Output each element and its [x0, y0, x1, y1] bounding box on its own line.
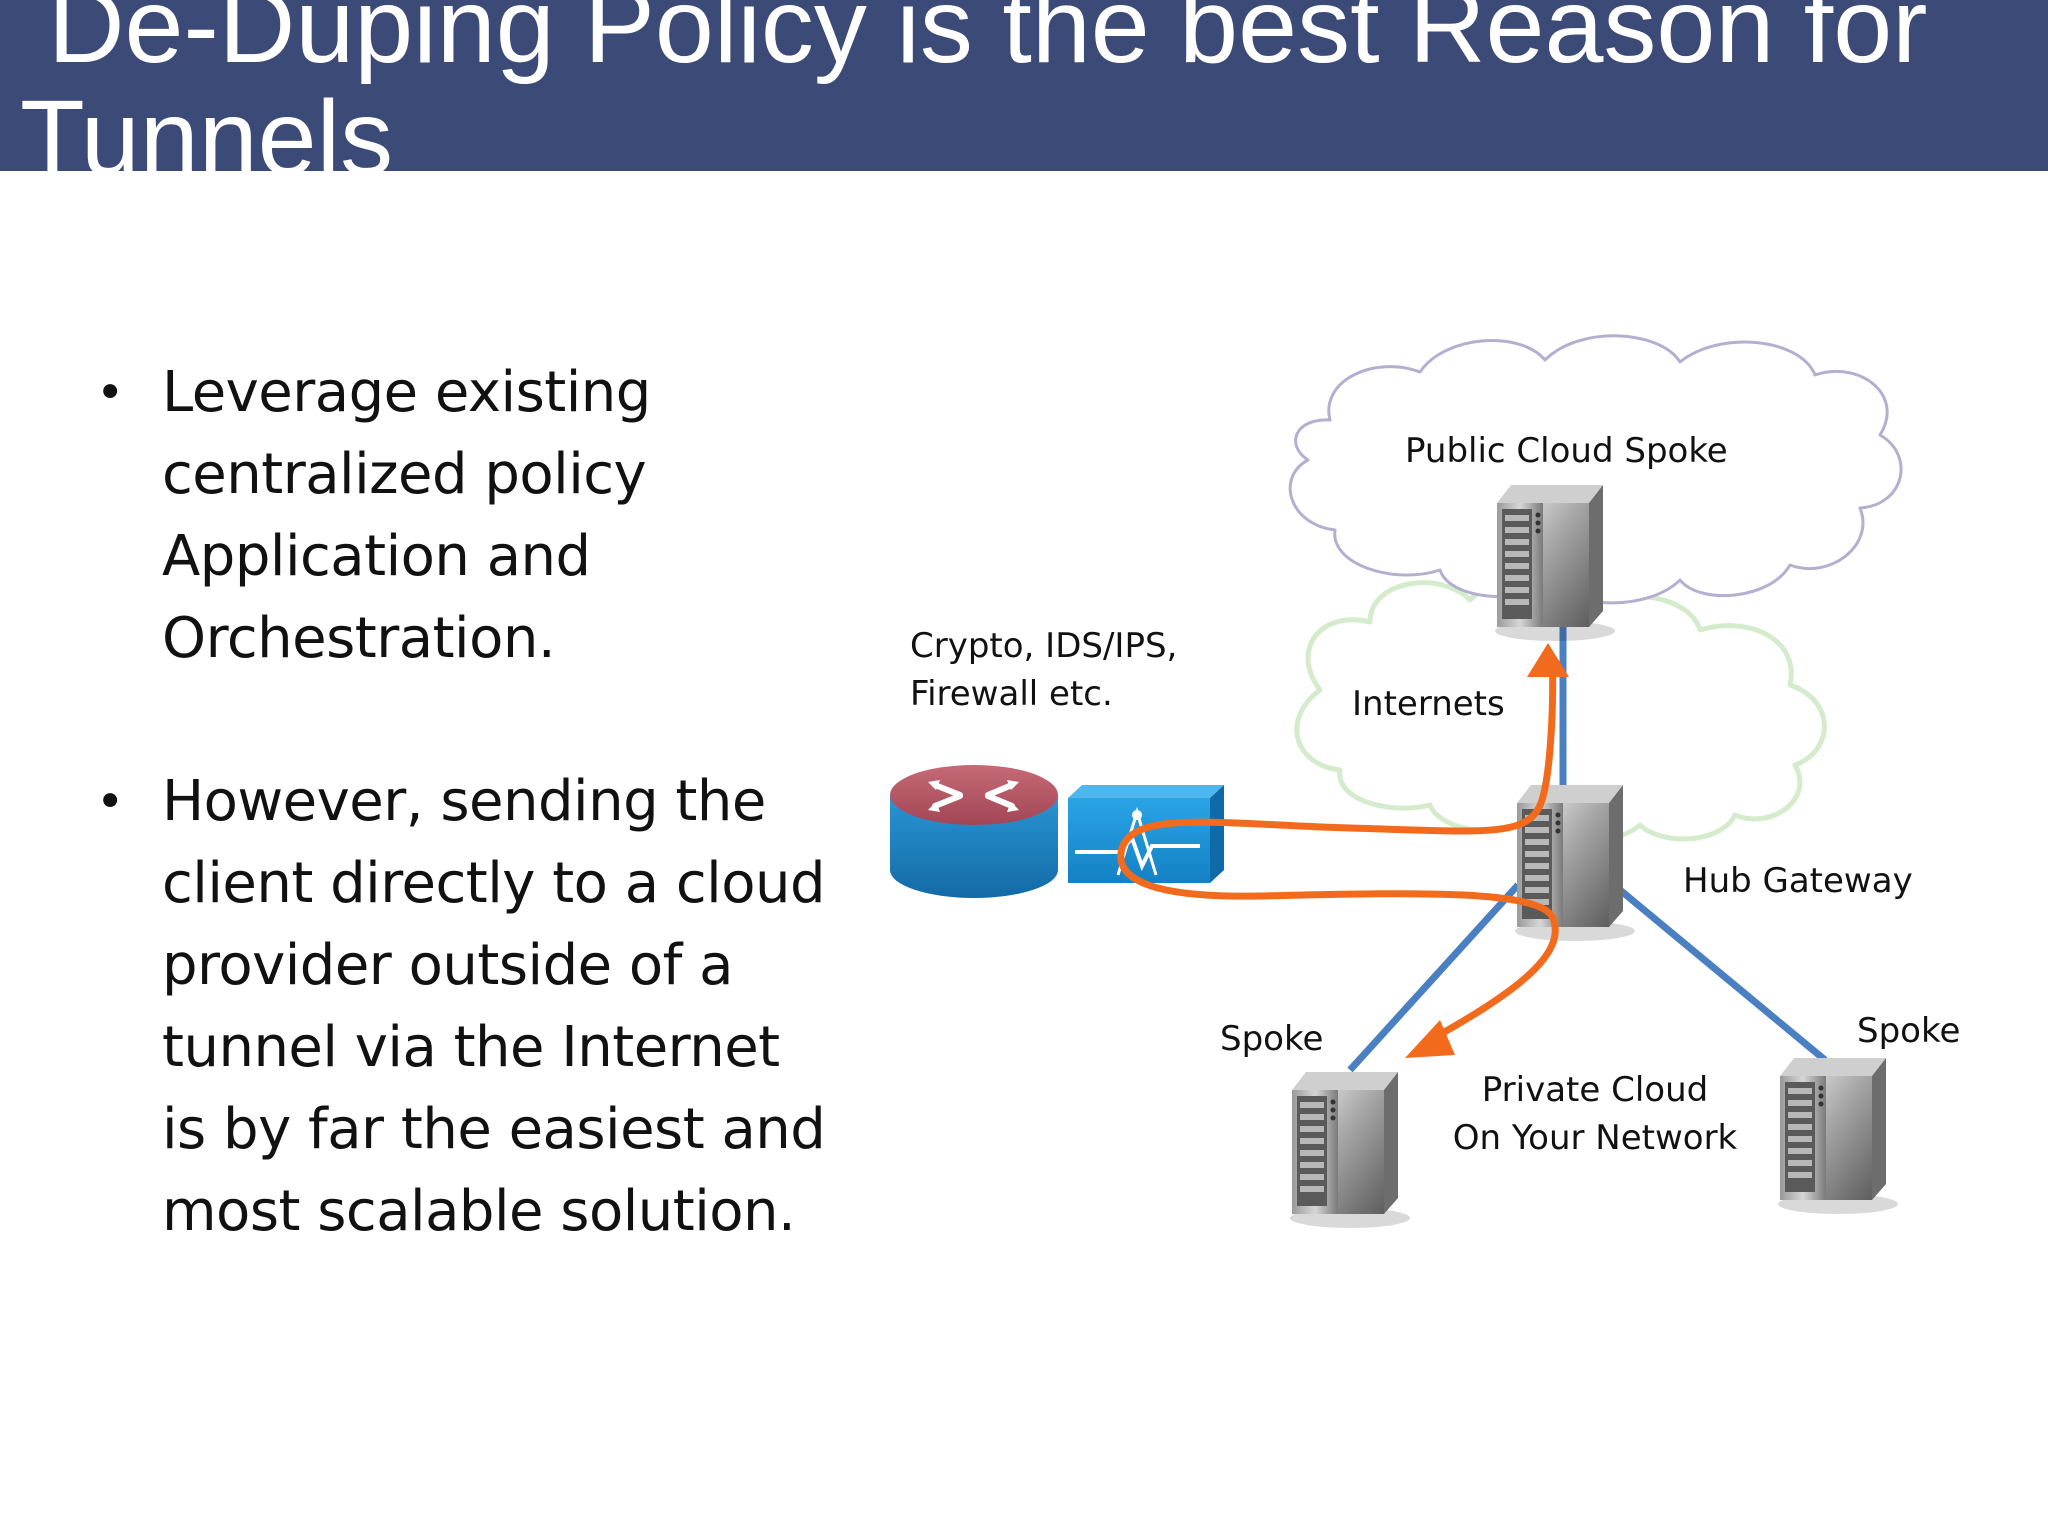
bullet-line: provider outside of a: [162, 933, 733, 998]
bullet-marker: •: [96, 774, 125, 830]
bullet-line: is by far the easiest and: [162, 1097, 826, 1162]
bullet-line: centralized policy: [162, 442, 647, 507]
traffic-flow-arrows: [1117, 654, 1559, 1044]
public-cloud-icon: [1288, 334, 1903, 605]
bullet-line: However, sending the: [162, 769, 766, 834]
bullet-item-2: However, sending the client directly to …: [162, 761, 842, 1253]
router-icon: [890, 765, 1058, 898]
network-links: [1347, 615, 1828, 1073]
bullet-line: Application and: [162, 524, 591, 589]
title-bar: De-Duping Policy is the best Reason for …: [0, 0, 2048, 171]
slide-title: De-Duping Policy is the best Reason for …: [20, 0, 1928, 171]
bullet-line: Leverage existing: [162, 360, 651, 425]
spoke-left-label: Spoke: [1220, 1019, 1323, 1059]
spoke-right-server-icon: [1778, 1058, 1898, 1214]
bullet-line: Orchestration.: [162, 606, 556, 671]
private-cloud-label-line-1: Private Cloud: [1482, 1070, 1708, 1110]
public-cloud-spoke-label: Public Cloud Spoke: [1405, 431, 1728, 471]
bullet-line: client directly to a cloud: [162, 851, 826, 916]
public-cloud-server-icon: [1495, 485, 1615, 641]
spoke-right-label: Spoke: [1857, 1011, 1960, 1051]
spoke-left-server-icon: [1290, 1072, 1410, 1228]
bullet-marker: •: [96, 365, 125, 421]
private-cloud-label-line-2: On Your Network: [1453, 1118, 1738, 1158]
bullet-line: tunnel via the Internet: [162, 1015, 780, 1080]
security-label-line-2: Firewall etc.: [910, 674, 1113, 714]
security-label-line-1: Crypto, IDS/IPS,: [910, 626, 1177, 666]
bullet-line: most scalable solution.: [162, 1179, 796, 1244]
bullet-list: • Leverage existing centralized policy A…: [0, 0, 900, 1536]
firewall-icon: [1068, 785, 1224, 883]
arrow-head-down-icon: [1405, 1020, 1455, 1058]
hub-gateway-server-icon: [1515, 785, 1635, 941]
bullet-item-1: Leverage existing centralized policy App…: [162, 352, 842, 680]
internets-label: Internets: [1352, 684, 1505, 724]
hub-gateway-label: Hub Gateway: [1683, 861, 1913, 901]
arrow-head-up-icon: [1527, 643, 1569, 677]
